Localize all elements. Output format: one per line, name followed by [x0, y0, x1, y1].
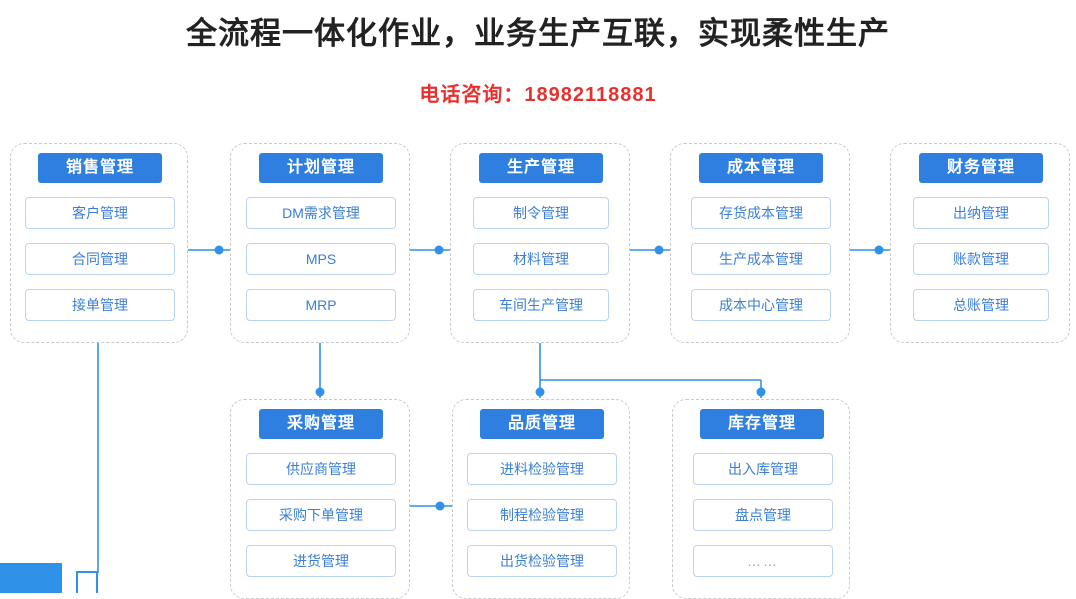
group-purchase-item-2[interactable]: 进货管理 [246, 545, 396, 577]
group-quality-item-2[interactable]: 出货检验管理 [467, 545, 617, 577]
group-production: 生产管理 制令管理 材料管理 车间生产管理 [450, 143, 630, 343]
group-production-item-1[interactable]: 材料管理 [473, 243, 609, 275]
group-purchase-item-0[interactable]: 供应商管理 [246, 453, 396, 485]
group-finance-item-0[interactable]: 出纳管理 [913, 197, 1049, 229]
group-plan: 计划管理 DM需求管理 MPS MRP [230, 143, 410, 343]
group-inventory-item-2[interactable]: …… [693, 545, 833, 577]
group-sales-item-1[interactable]: 合同管理 [25, 243, 175, 275]
group-plan-item-1[interactable]: MPS [246, 243, 396, 275]
group-cost: 成本管理 存货成本管理 生产成本管理 成本中心管理 [670, 143, 850, 343]
group-inventory-item-1[interactable]: 盘点管理 [693, 499, 833, 531]
group-quality-item-1[interactable]: 制程检验管理 [467, 499, 617, 531]
group-production-item-0[interactable]: 制令管理 [473, 197, 609, 229]
group-plan-item-2[interactable]: MRP [246, 289, 396, 321]
group-purchase: 采购管理 供应商管理 采购下单管理 进货管理 [230, 399, 410, 599]
group-purchase-item-1[interactable]: 采购下单管理 [246, 499, 396, 531]
group-sales: 销售管理 客户管理 合同管理 接单管理 [10, 143, 188, 343]
group-inventory: 库存管理 出入库管理 盘点管理 …… [672, 399, 850, 599]
group-plan-item-0[interactable]: DM需求管理 [246, 197, 396, 229]
group-sales-title: 销售管理 [38, 153, 162, 183]
group-quality-item-0[interactable]: 进料检验管理 [467, 453, 617, 485]
group-cost-title: 成本管理 [699, 153, 823, 183]
corner-badge [0, 563, 62, 593]
group-finance-item-1[interactable]: 账款管理 [913, 243, 1049, 275]
group-finance: 财务管理 出纳管理 账款管理 总账管理 [890, 143, 1070, 343]
group-sales-item-2[interactable]: 接单管理 [25, 289, 175, 321]
group-quality-title: 品质管理 [480, 409, 604, 439]
phone-consult-line: 电话咨询：18982118881 [419, 84, 657, 106]
group-inventory-item-0[interactable]: 出入库管理 [693, 453, 833, 485]
group-plan-title: 计划管理 [259, 153, 383, 183]
group-production-item-2[interactable]: 车间生产管理 [473, 289, 609, 321]
group-inventory-title: 库存管理 [700, 409, 824, 439]
corner-mark-icon [76, 571, 98, 593]
page-title: 全流程一体化作业，业务生产互联，实现柔性生产 [186, 16, 890, 51]
group-purchase-title: 采购管理 [259, 409, 383, 439]
group-cost-item-1[interactable]: 生产成本管理 [691, 243, 831, 275]
group-sales-item-0[interactable]: 客户管理 [25, 197, 175, 229]
group-quality: 品质管理 进料检验管理 制程检验管理 出货检验管理 [452, 399, 630, 599]
group-cost-item-2[interactable]: 成本中心管理 [691, 289, 831, 321]
group-production-title: 生产管理 [479, 153, 603, 183]
group-finance-item-2[interactable]: 总账管理 [913, 289, 1049, 321]
group-cost-item-0[interactable]: 存货成本管理 [691, 197, 831, 229]
group-finance-title: 财务管理 [919, 153, 1043, 183]
